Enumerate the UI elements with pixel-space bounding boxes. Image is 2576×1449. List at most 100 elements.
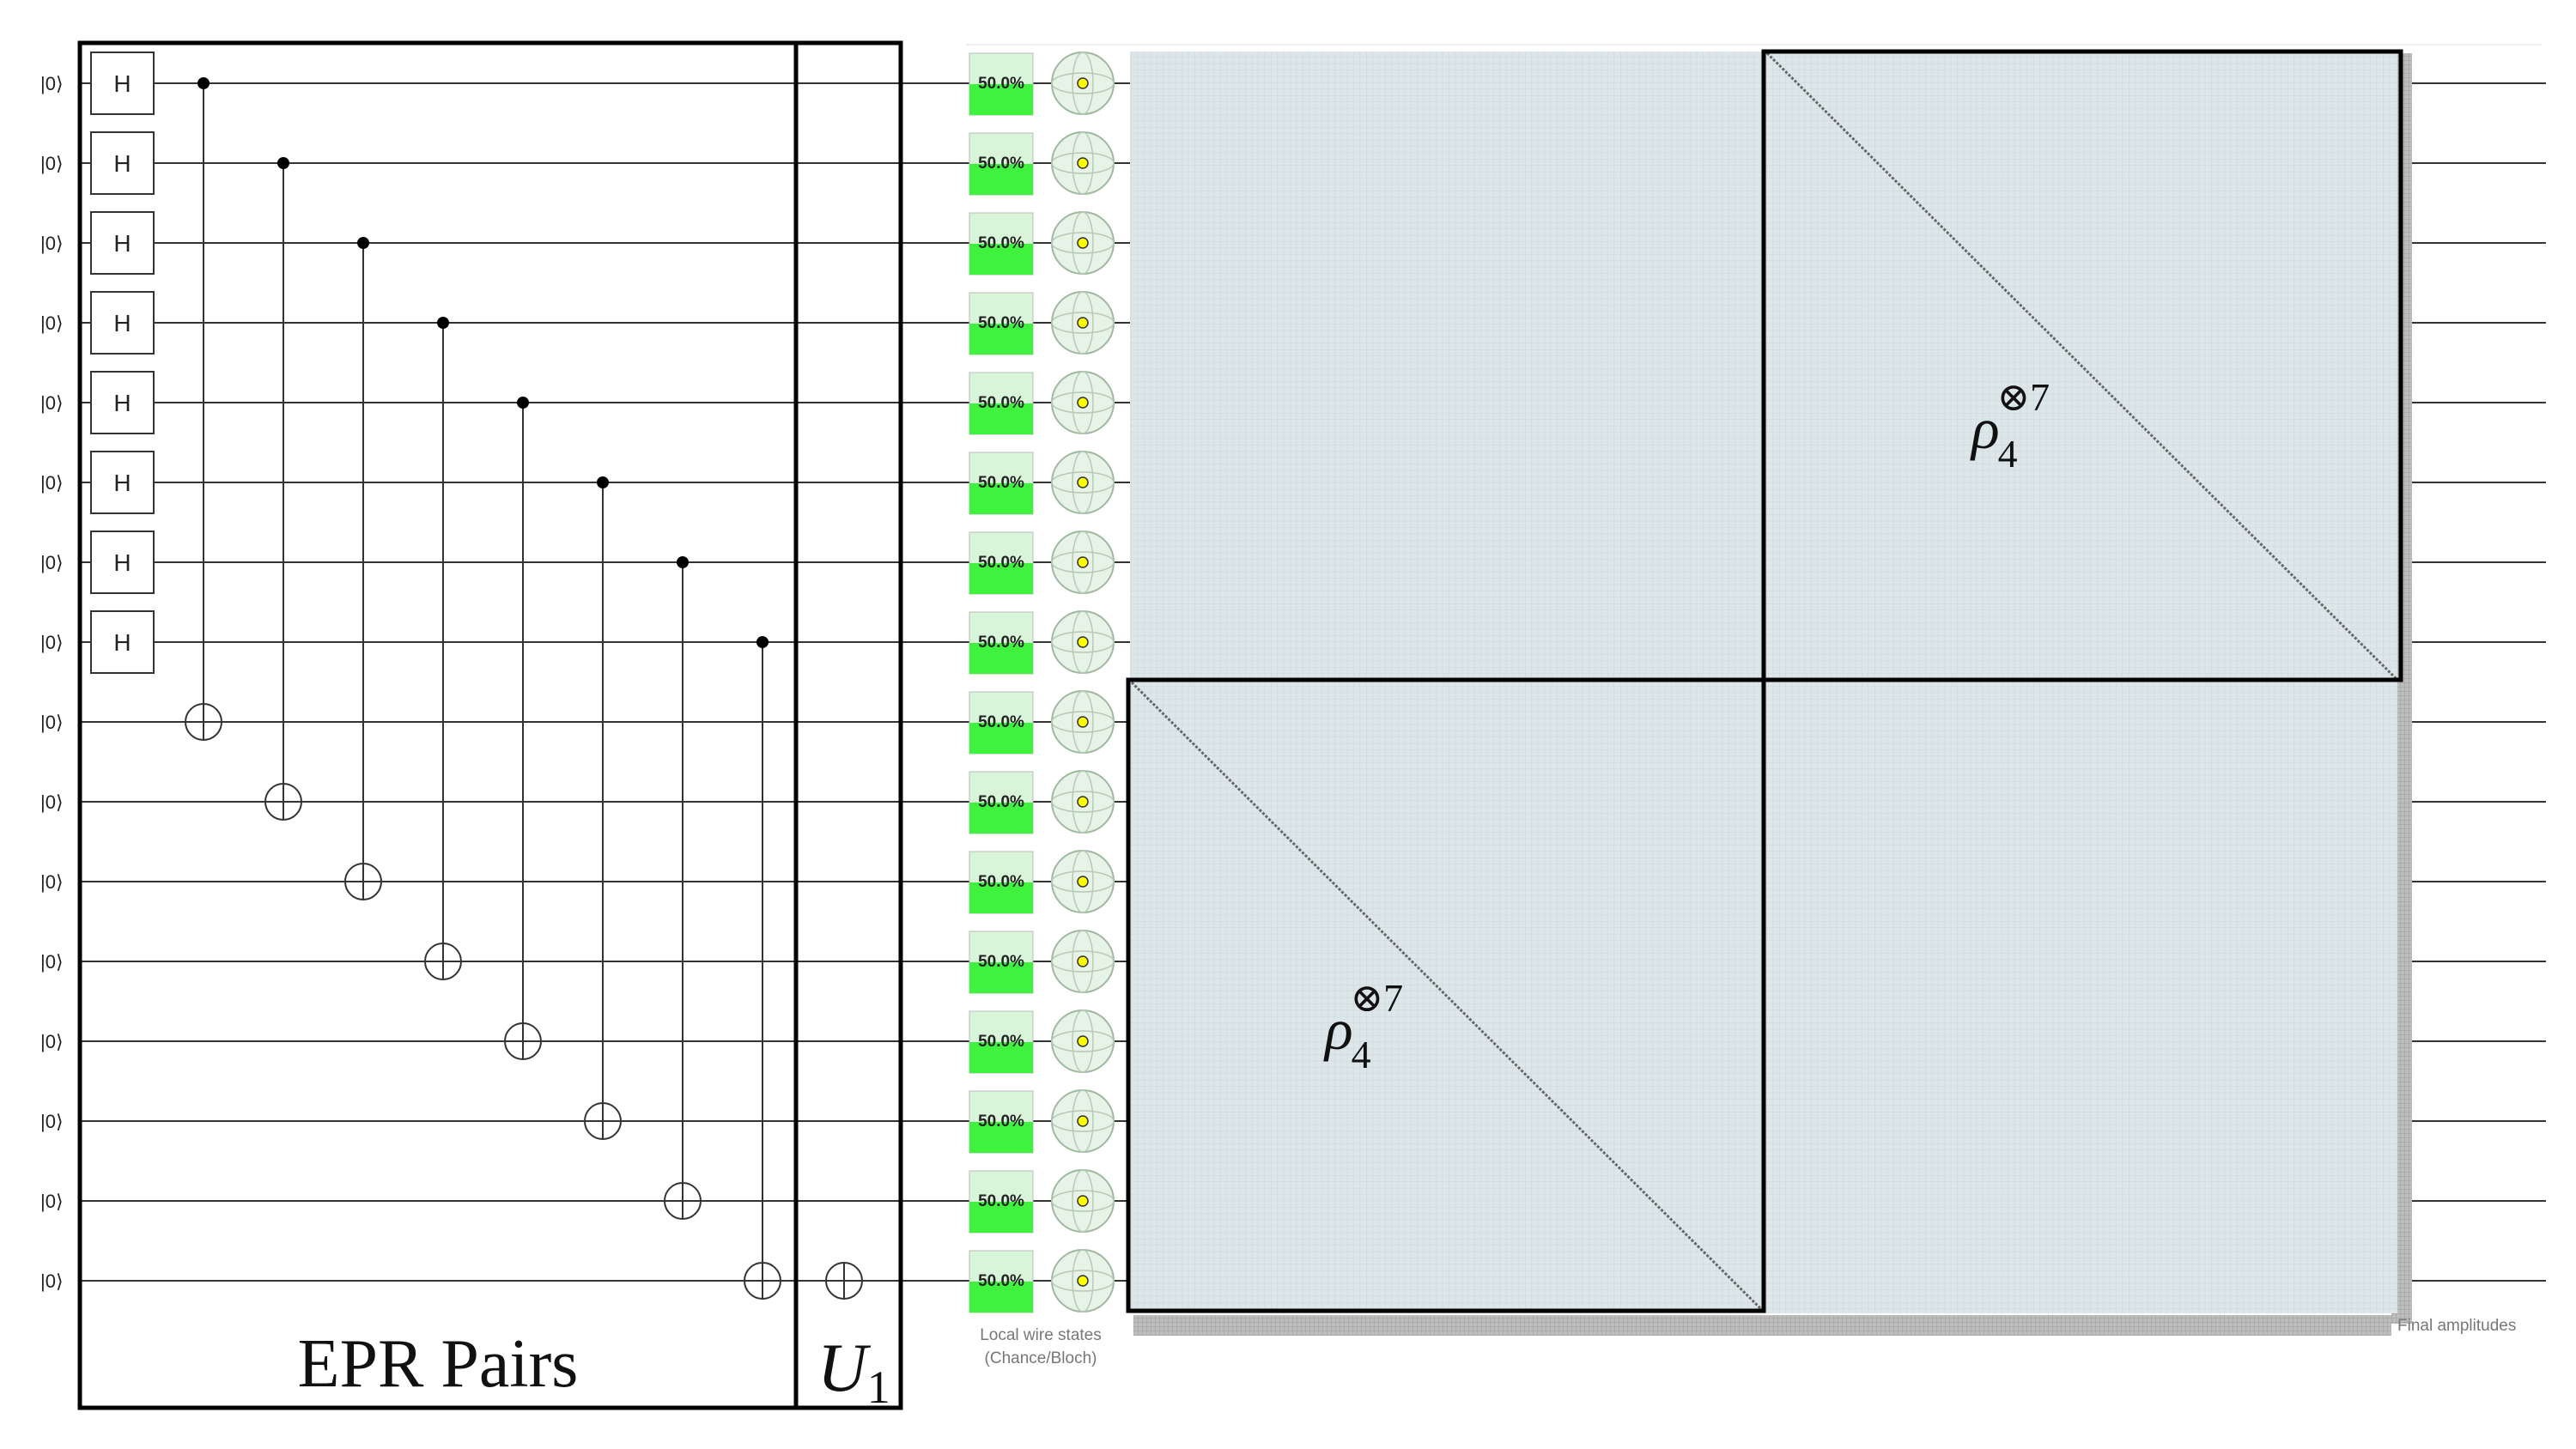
bloch-vector-dot [1077, 1195, 1089, 1207]
bloch-meridian [1072, 1249, 1094, 1313]
hadamard-label: H [113, 230, 131, 257]
chance-label: 50.0% [978, 554, 1024, 572]
bloch-equator [1051, 1030, 1115, 1052]
bloch-equator [1051, 711, 1115, 733]
bloch-vector-dot [1077, 1115, 1089, 1127]
matrix-shadow-bottom [1133, 1315, 2391, 1336]
initial-state-label: |0⟩ [40, 1031, 64, 1052]
hadamard-label: H [113, 310, 131, 336]
hadamard-gate [90, 291, 155, 355]
initial-state-label: |0⟩ [40, 73, 64, 94]
chance-label: 50.0% [978, 1113, 1024, 1131]
wires-layer [80, 82, 2546, 1282]
u1-label: U1 [817, 1331, 890, 1413]
initial-state-label: |0⟩ [40, 233, 64, 254]
bloch-meridian [1072, 291, 1094, 355]
bloch-meridian [1072, 930, 1094, 993]
initial-state-labels: |0⟩|0⟩|0⟩|0⟩|0⟩|0⟩|0⟩|0⟩|0⟩|0⟩|0⟩|0⟩|0⟩|… [40, 73, 64, 1292]
bloch-meridian [1072, 850, 1094, 913]
bloch-vector-dot [1077, 397, 1089, 409]
initial-state-label: |0⟩ [40, 951, 64, 973]
chance-fill [969, 1122, 1033, 1153]
chance-fill [969, 1202, 1033, 1233]
rho-label-bottom: ρ4⊗7 [1323, 976, 1403, 1076]
bloch-meridian [1072, 1009, 1094, 1073]
bloch-vector-dot [1077, 317, 1089, 329]
hadamard-gate [90, 610, 155, 674]
bloch-equator [1051, 791, 1115, 813]
hadamard-gate [90, 371, 155, 434]
bloch-vector-dot [1077, 716, 1089, 728]
bloch-meridian [1072, 770, 1094, 834]
bloch-equator [1051, 1190, 1115, 1212]
bloch-equator [1051, 312, 1115, 334]
local-wire-states-subcaption: (Chance/Bloch) [985, 1349, 1097, 1367]
chance-label: 50.0% [978, 234, 1024, 252]
cnot-control-dot [597, 476, 609, 488]
hadamard-label: H [113, 470, 131, 496]
initial-state-label: |0⟩ [40, 552, 64, 573]
bloch-vector-dot [1077, 476, 1089, 488]
bloch-equator [1051, 950, 1115, 973]
chance-fill [969, 164, 1033, 195]
bloch-vector-dot [1077, 556, 1089, 568]
cnot-control-dot [677, 556, 689, 568]
bloch-meridian [1072, 530, 1094, 594]
chance-fill [969, 324, 1033, 355]
initial-state-label: |0⟩ [40, 712, 64, 733]
chance-fill [969, 962, 1033, 993]
chance-label: 50.0% [978, 713, 1024, 731]
chance-fill [969, 723, 1033, 754]
chance-label: 50.0% [978, 1033, 1024, 1051]
chance-fill [969, 403, 1033, 434]
chance-fill [969, 1282, 1033, 1313]
bloch-equator [1051, 631, 1115, 653]
chance-label: 50.0% [978, 953, 1024, 971]
hadamard-gate [90, 451, 155, 514]
bloch-equator [1051, 72, 1115, 94]
bloch-equator [1051, 551, 1115, 573]
cnot-control-dot [197, 77, 210, 89]
bloch-equator [1051, 152, 1115, 174]
bloch-meridian [1072, 451, 1094, 514]
chance-fill [969, 803, 1033, 834]
bloch-meridian [1072, 131, 1094, 195]
bloch-equator [1051, 1270, 1115, 1292]
initial-state-label: |0⟩ [40, 632, 64, 653]
chance-fill [969, 882, 1033, 913]
chance-label: 50.0% [978, 394, 1024, 412]
chance-label: 50.0% [978, 155, 1024, 173]
bloch-equator [1051, 471, 1115, 494]
initial-state-label: |0⟩ [40, 1270, 64, 1292]
initial-state-label: |0⟩ [40, 791, 64, 813]
block-box-bottom-left [1126, 677, 1766, 1313]
cnot-layer [185, 77, 863, 1300]
initial-state-label: |0⟩ [40, 871, 64, 893]
bloch-vector-dot [1077, 636, 1089, 648]
initial-state-label: |0⟩ [40, 1191, 64, 1212]
chance-label: 50.0% [978, 1192, 1024, 1210]
bloch-vector-dot [1077, 796, 1089, 808]
bloch-vector-dot [1077, 237, 1089, 249]
block-box-top-right [1761, 49, 2403, 682]
chance-fill [969, 244, 1033, 275]
cnot-control-dot [277, 157, 289, 169]
hadamard-label: H [113, 629, 131, 656]
chance-fill [969, 483, 1033, 514]
hadamard-gate [90, 52, 155, 115]
bloch-vector-dot [1077, 1275, 1089, 1287]
bloch-meridian [1072, 610, 1094, 674]
hadamard-label: H [113, 70, 131, 97]
bloch-equator [1051, 1110, 1115, 1132]
chance-label: 50.0% [978, 873, 1024, 891]
hadamard-label: H [113, 150, 131, 177]
initial-state-label: |0⟩ [40, 392, 64, 414]
final-amplitudes-caption: Final amplitudes [2397, 1317, 2516, 1335]
chance-label: 50.0% [978, 793, 1024, 811]
initial-state-label: |0⟩ [40, 472, 64, 494]
chance-fill [969, 1042, 1033, 1073]
bloch-meridian [1072, 211, 1094, 275]
bloch-equator [1051, 870, 1115, 893]
bloch-vector-dot [1077, 955, 1089, 967]
